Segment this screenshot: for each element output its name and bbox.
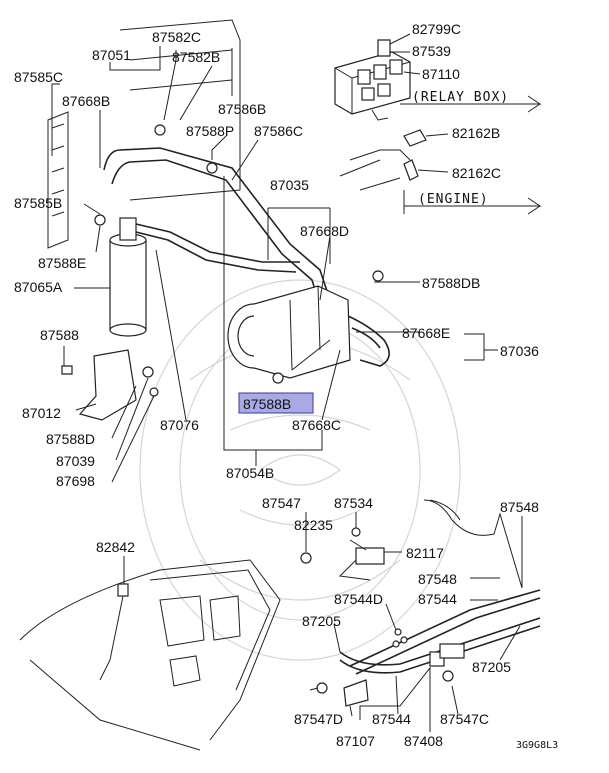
label-87588P: 87588P [186, 123, 234, 139]
label-82799C: 82799C [412, 21, 461, 37]
label-87582C: 87582C [152, 29, 201, 45]
label-82235: 82235 [294, 517, 333, 533]
label-87586B: 87586B [218, 101, 266, 117]
label-87054B: 87054B [226, 465, 274, 481]
label-87588E: 87588E [38, 255, 86, 271]
harness-assembly [300, 499, 541, 707]
label-87668B: 87668B [62, 93, 110, 109]
label-82117: 82117 [406, 545, 444, 561]
label-82162B: 82162B [452, 125, 500, 141]
label-relay-box: (RELAY BOX) [412, 90, 509, 105]
label-87582B: 87582B [172, 49, 220, 65]
label-87065A: 87065A [14, 279, 63, 295]
label-87035: 87035 [270, 177, 309, 193]
label-87586C: 87586C [254, 123, 303, 139]
label-87051: 87051 [92, 47, 131, 63]
compressor [227, 270, 390, 384]
label-87548-mid: 87548 [418, 571, 457, 587]
relay-box-assembly [334, 33, 542, 121]
label-87588: 87588 [40, 327, 79, 343]
label-87544-bottom: 87544 [372, 711, 411, 727]
label-87698: 87698 [56, 473, 95, 489]
label-diagram-code: 3G9G8L3 [516, 740, 558, 751]
label-87588DB: 87588DB [422, 275, 480, 291]
leader-lines [51, 46, 523, 732]
label-87544-right: 87544 [418, 591, 457, 607]
label-87539: 87539 [412, 43, 451, 59]
label-87547C: 87547C [440, 711, 489, 727]
highlighted-part-87588B[interactable]: 87588B [238, 392, 314, 414]
label-87205-left: 87205 [302, 613, 341, 629]
part-labels: 82799C 87539 87110 (RELAY BOX) 82162B 82… [14, 21, 558, 751]
label-87548-top: 87548 [500, 499, 539, 515]
label-87107: 87107 [336, 733, 375, 749]
highlight-box [238, 392, 314, 414]
label-87585B: 87585B [14, 195, 62, 211]
label-87668E: 87668E [402, 325, 450, 341]
label-87585C: 87585C [14, 69, 63, 85]
label-87668D: 87668D [300, 223, 349, 239]
left-pipe-assembly [47, 19, 331, 421]
label-87544D: 87544D [334, 591, 383, 607]
dashboard [19, 559, 281, 751]
label-87547: 87547 [262, 495, 301, 511]
label-87012: 87012 [22, 405, 61, 421]
label-87588D: 87588D [46, 431, 95, 447]
label-82842: 82842 [96, 539, 135, 555]
label-87534: 87534 [334, 495, 373, 511]
label-87036: 87036 [500, 343, 539, 359]
label-87039: 87039 [56, 453, 95, 469]
label-engine: (ENGINE) [418, 192, 489, 207]
label-87408: 87408 [404, 733, 443, 749]
label-82162C: 82162C [452, 165, 501, 181]
label-87076: 87076 [160, 417, 199, 433]
label-87547D: 87547D [294, 711, 343, 727]
label-87110: 87110 [422, 66, 460, 82]
engine-sensor-area [339, 129, 542, 215]
label-87668C: 87668C [292, 417, 341, 433]
label-87205-right: 87205 [472, 659, 511, 675]
label-87588B: 87588B [243, 396, 291, 412]
